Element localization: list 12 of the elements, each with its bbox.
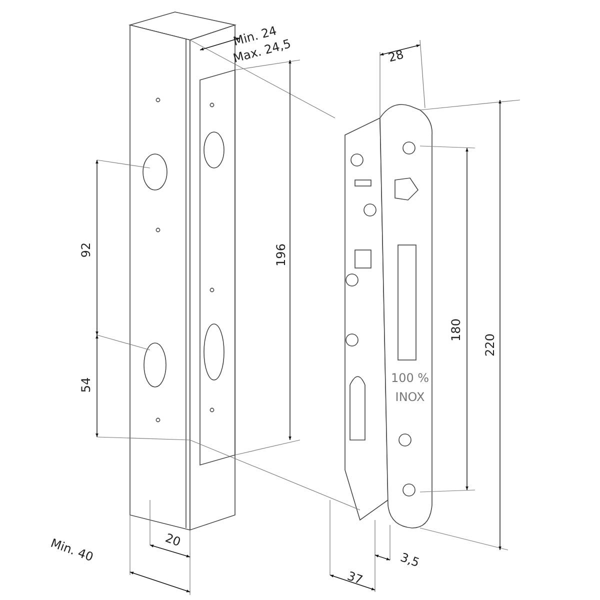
- dimension-label: 196: [275, 244, 287, 266]
- engraved-text: INOX: [395, 391, 425, 403]
- dimension-label: 28: [387, 48, 405, 64]
- dimension-label: 180: [450, 318, 462, 342]
- dimension-label: 37: [346, 570, 364, 586]
- dimension-label: 20: [164, 532, 182, 548]
- dimension-label: 92: [80, 242, 92, 258]
- dimension-label: 54: [80, 377, 92, 393]
- dimension-label: Min. 40: [49, 536, 95, 564]
- dimension-label: 220: [484, 334, 496, 356]
- engraved-text: 100 %: [390, 372, 430, 384]
- dimension-label: 3,5: [398, 551, 422, 569]
